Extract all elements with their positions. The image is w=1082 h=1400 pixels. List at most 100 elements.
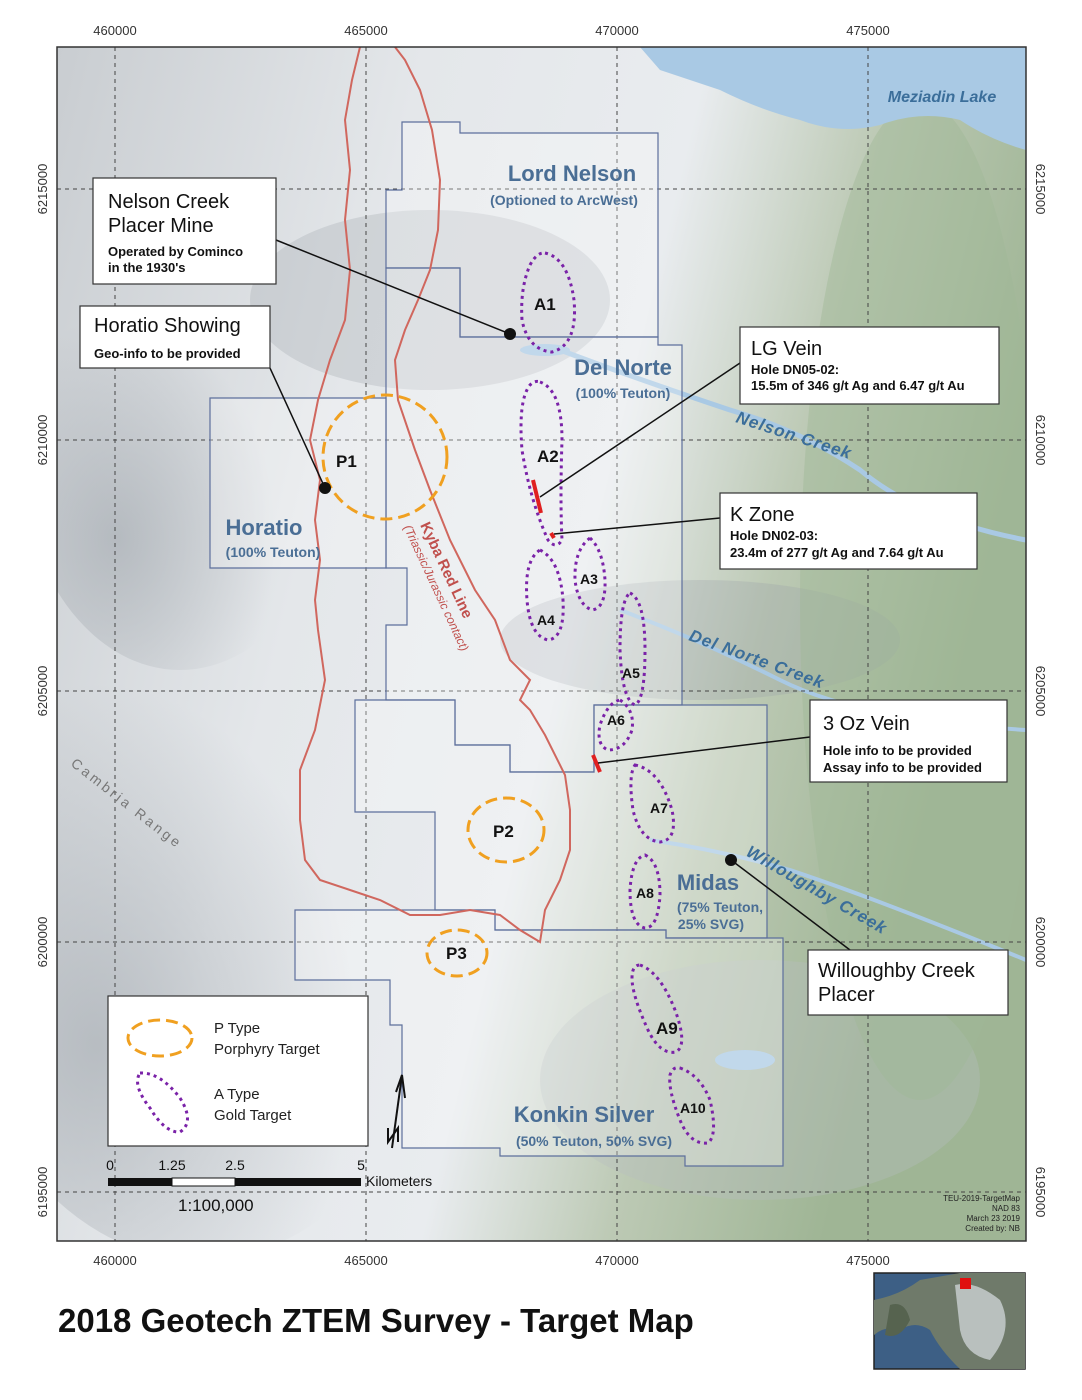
inset-location-marker — [960, 1278, 971, 1289]
gold-target-a4[interactable] — [525, 548, 565, 642]
svg-text:TEU-2019-TargetMap: TEU-2019-TargetMap — [943, 1194, 1020, 1203]
legend-p-line2: Porphyry Target — [214, 1041, 320, 1058]
gold-target-a7[interactable] — [629, 763, 675, 844]
lg-vein-title: LG Vein — [751, 338, 822, 360]
porphyry-target-p3[interactable] — [425, 928, 489, 978]
k-zone-line2: 23.4m of 277 g/t Ag and 7.64 g/t Au — [730, 545, 944, 560]
k-zone-line1: Hole DN02-03: — [730, 528, 818, 543]
a7-label: A7 — [650, 800, 668, 816]
lg-vein[interactable] — [531, 479, 543, 514]
svg-text:6195000: 6195000 — [35, 1167, 50, 1218]
callout-lg-vein[interactable]: LG Vein Hole DN05-02: 15.5m of 346 g/t A… — [739, 326, 1000, 405]
a2-label: A2 — [537, 447, 559, 466]
horatio-title: Horatio Showing — [94, 315, 241, 337]
lg-vein-line1: Hole DN05-02: — [751, 362, 839, 377]
willoughby-title2: Placer — [818, 984, 875, 1006]
midas-name: Midas — [677, 870, 739, 895]
legend-a-line2: Gold Target — [214, 1107, 292, 1124]
3oz-line1: Hole info to be provided — [823, 743, 972, 758]
nelson-title2: Placer Mine — [108, 215, 214, 237]
willoughby-placer-point[interactable] — [725, 854, 737, 866]
svg-text:6210000: 6210000 — [1033, 415, 1048, 466]
legend-p-line1: P Type — [214, 1020, 260, 1037]
svg-text:6215000: 6215000 — [35, 164, 50, 215]
willoughby-creek-line — [649, 838, 1026, 962]
p2-label: P2 — [493, 822, 514, 841]
svg-text:6210000: 6210000 — [35, 415, 50, 466]
gold-target-a9[interactable] — [630, 963, 684, 1054]
p1-label: P1 — [336, 452, 357, 471]
lord-nelson-sub: (Optioned to ArcWest) — [490, 192, 638, 208]
legend: P Type Porphyry Target A Type Gold Targe… — [107, 995, 369, 1147]
scale-tick-1: 1.25 — [158, 1157, 185, 1173]
nelson-title1: Nelson Creek — [108, 191, 230, 213]
callout-horatio-showing[interactable]: Horatio Showing Geo-info to be provided — [79, 305, 271, 369]
gold-target-a8[interactable] — [628, 853, 662, 930]
leader-willoughby — [730, 859, 851, 951]
leader-nelson — [275, 239, 511, 335]
property-labels: Lord Nelson (Optioned to ArcWest) Del No… — [226, 161, 764, 1149]
callout-k-zone[interactable]: K Zone Hole DN02-03: 23.4m of 277 g/t Ag… — [719, 492, 978, 570]
p3-label: P3 — [446, 944, 467, 963]
lord-nelson-name: Lord Nelson — [508, 161, 636, 186]
callout-3oz-vein[interactable]: 3 Oz Vein Hole info to be provided Assay… — [809, 699, 1008, 783]
three-oz-vein[interactable] — [591, 754, 602, 773]
leader-3oz — [597, 736, 811, 764]
horatio-boundary — [209, 397, 387, 569]
a1-label: A1 — [534, 295, 556, 314]
gold-target-a6[interactable] — [597, 698, 634, 752]
3oz-title: 3 Oz Vein — [823, 713, 910, 735]
gold-target-a10[interactable] — [668, 1066, 715, 1145]
porphyry-targets — [321, 393, 546, 978]
map-frame — [56, 46, 1027, 1242]
scale-tick-0: 0 — [106, 1157, 114, 1173]
porphyry-target-p1[interactable] — [321, 393, 449, 521]
midas-sub2: 25% SVG) — [678, 916, 744, 932]
scale-tick-2: 2.5 — [225, 1157, 245, 1173]
svg-text:6195000: 6195000 — [1033, 1167, 1048, 1218]
willoughby-title1: Willoughby Creek — [818, 960, 976, 982]
gold-target-a2[interactable] — [519, 379, 564, 547]
leader-horatio — [269, 367, 326, 489]
map-title: 2018 Geotech ZTEM Survey - Target Map — [58, 1302, 694, 1339]
gold-target-a3[interactable] — [573, 536, 607, 612]
gold-target-labels: A1 A2 A3 A4 A5 A6 A7 A8 A9 A10 — [534, 295, 706, 1116]
gold-target-a1[interactable] — [520, 251, 577, 354]
k-zone-vein[interactable] — [549, 531, 556, 540]
konkin-sub: (50% Teuton, 50% SVG) — [516, 1133, 672, 1149]
a5-label: A5 — [622, 665, 640, 681]
callout-nelson-creek[interactable]: Nelson Creek Placer Mine Operated by Com… — [92, 177, 277, 285]
midas-sub1: (75% Teuton, — [677, 899, 763, 915]
porphyry-target-p2[interactable] — [466, 796, 546, 864]
svg-text:6205000: 6205000 — [35, 666, 50, 717]
horatio-showing-point[interactable] — [319, 482, 331, 494]
k-zone-title: K Zone — [730, 504, 794, 526]
svg-text:Created by: NB: Created by: NB — [965, 1224, 1020, 1233]
a4-label: A4 — [537, 612, 555, 628]
nelson-line1: Operated by Cominco — [108, 244, 243, 259]
kyba-red-line — [299, 46, 571, 944]
a3-label: A3 — [580, 571, 598, 587]
svg-text:March 23 2019: March 23 2019 — [967, 1214, 1021, 1223]
scale-ratio: 1:100,000 — [178, 1196, 254, 1215]
legend-gold-symbol — [136, 1071, 189, 1134]
a8-label: A8 — [636, 885, 654, 901]
scale-tick-3: 5 — [357, 1157, 365, 1173]
lg-vein-line2: 15.5m of 346 g/t Ag and 6.47 g/t Au — [751, 378, 965, 393]
nelson-creek-placer-point[interactable] — [504, 328, 516, 340]
svg-text:6200000: 6200000 — [35, 917, 50, 968]
coordinate-labels: 460000 465000 470000 475000 460000 46500… — [35, 23, 1048, 1268]
small-lake — [715, 1050, 775, 1070]
3oz-line2: Assay info to be provided — [823, 760, 982, 775]
svg-text:475000: 475000 — [846, 23, 889, 38]
legend-porphyry-symbol — [126, 1018, 194, 1058]
horatio-name: Horatio — [226, 515, 303, 540]
a9-label: A9 — [656, 1019, 678, 1038]
callout-willoughby[interactable]: Willoughby Creek Placer — [807, 949, 1009, 1016]
scale-unit: Kilometers — [366, 1173, 432, 1189]
svg-text:465000: 465000 — [344, 1253, 387, 1268]
horatio-line1: Geo-info to be provided — [94, 346, 241, 361]
svg-text:465000: 465000 — [344, 23, 387, 38]
leader-lg-vein — [539, 362, 741, 498]
